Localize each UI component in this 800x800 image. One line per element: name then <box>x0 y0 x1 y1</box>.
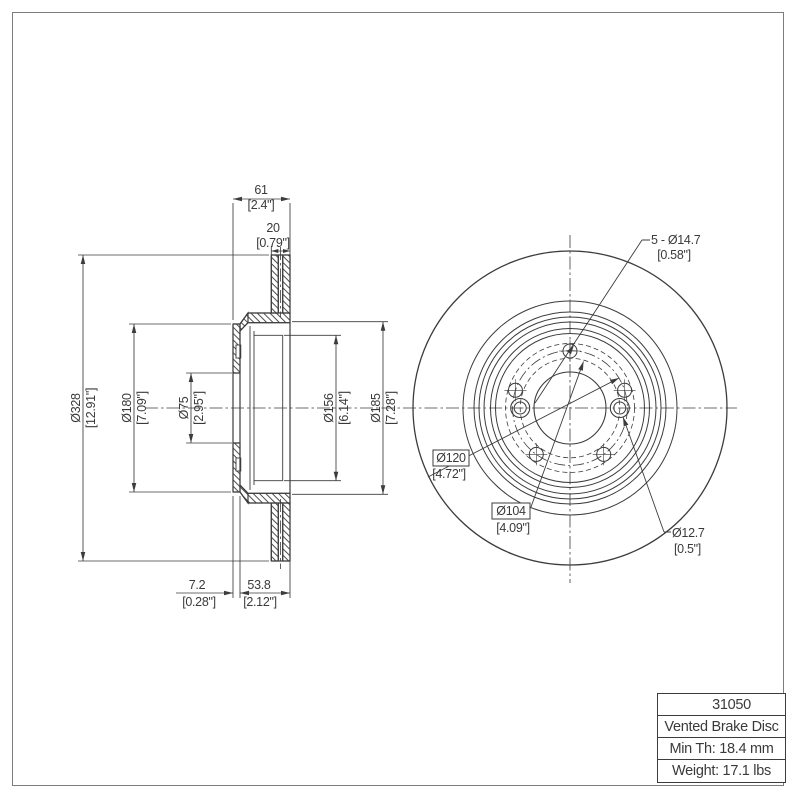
label-pin-hole-mm: Ø12.7 <box>672 526 705 540</box>
label-lug-holes-in: [0.58"] <box>657 248 691 262</box>
extension-lines <box>78 203 388 598</box>
min-thickness-spec: Min Th: 18.4 mm <box>658 738 785 760</box>
dim-rotor-th-mm: 20 <box>266 221 280 235</box>
dim-hat-id-mm: Ø156 <box>322 393 336 423</box>
rotor-inboard-plate-bottom <box>270 502 279 562</box>
dim-hat-depth-in: [2.12"] <box>243 595 277 609</box>
dim-bore-in: [2.95"] <box>192 391 206 425</box>
dim-hat-od-in: [7.28"] <box>384 391 398 425</box>
dim-hat-depth-mm: 53.8 <box>247 578 270 592</box>
bolt-circle-label-box <box>432 449 470 467</box>
pin-holes <box>510 397 630 419</box>
flange-edge-circle <box>490 328 650 488</box>
flange-notch-top <box>235 344 242 359</box>
hat-inner-circle <box>495 333 645 483</box>
arrowheads <box>80 196 629 596</box>
dim-total-width-in: [2.4"] <box>248 198 275 212</box>
label-boxes <box>432 449 531 520</box>
hub-edge-hidden-circle <box>505 343 635 473</box>
dim-od-mm: Ø328 <box>69 393 83 423</box>
pin-circle-label-box <box>491 502 531 520</box>
title-block: 31050 Vented Brake Disc Min Th: 18.4 mm … <box>657 693 786 783</box>
dim-flange-th-mm: 7.2 <box>189 578 206 592</box>
dim-rotor-th-in: [0.79"] <box>256 236 290 250</box>
flange-notch-bottom <box>235 457 242 472</box>
dim-total-width-mm: 61 <box>254 183 268 197</box>
rotor-outboard-plate-bottom <box>282 502 291 562</box>
hat-junction-circle <box>473 311 667 505</box>
hat-outer-circle <box>483 321 657 495</box>
weight-spec: Weight: 17.1 lbs <box>672 763 771 779</box>
braking-surface-inner-circle <box>462 300 678 516</box>
dim-flange-od-in: [7.09"] <box>135 391 149 425</box>
center-bore-circle <box>533 371 607 445</box>
dim-flange-th-in: [0.28"] <box>182 595 216 609</box>
drawing-border-frame <box>12 12 784 786</box>
part-number: 31050 <box>658 694 785 716</box>
pin-hole-counterbore <box>510 397 531 419</box>
pin-circle-leader <box>530 361 584 508</box>
hat-junction-bottom <box>247 492 291 504</box>
dim-hat-od-mm: Ø185 <box>369 393 383 423</box>
pin-hole-leader <box>622 416 671 533</box>
outer-diameter-circle <box>412 250 728 566</box>
rotor-outboard-plate-top <box>282 254 291 314</box>
flange-recess-notches <box>235 344 242 472</box>
hat-fillet-circle <box>478 316 662 500</box>
label-pin-circle-in: [4.09"] <box>496 521 530 535</box>
dim-od-in: [12.91"] <box>84 388 98 428</box>
label-pin-hole-in: [0.5"] <box>674 542 701 556</box>
dim-flange-od-mm: Ø180 <box>120 393 134 423</box>
label-bolt-circle-in: [4.72"] <box>432 467 466 481</box>
pin-hole-counterbore <box>609 397 630 419</box>
dimension-texts: 61 [2.4"] 20 [0.79"] Ø328 [12.91"] Ø180 … <box>69 183 705 609</box>
pin-hole <box>513 401 527 415</box>
label-lug-holes-mm: 5 - Ø14.7 <box>651 233 701 247</box>
dimension-lines <box>82 198 384 594</box>
dim-hat-id-in: [6.14"] <box>337 391 351 425</box>
pin-hole <box>613 401 627 415</box>
rotor-inboard-plate-top <box>270 254 279 314</box>
hat-junction-top <box>247 312 291 324</box>
dim-bore-mm: Ø75 <box>177 396 191 419</box>
label-bolt-circle-mm: Ø120 <box>436 451 466 465</box>
lug-holes-leader <box>534 239 650 404</box>
part-description: Vented Brake Disc <box>658 716 785 738</box>
centerlines <box>145 235 737 583</box>
label-pin-circle-mm: Ø104 <box>496 504 526 518</box>
leader-lines <box>427 239 671 533</box>
